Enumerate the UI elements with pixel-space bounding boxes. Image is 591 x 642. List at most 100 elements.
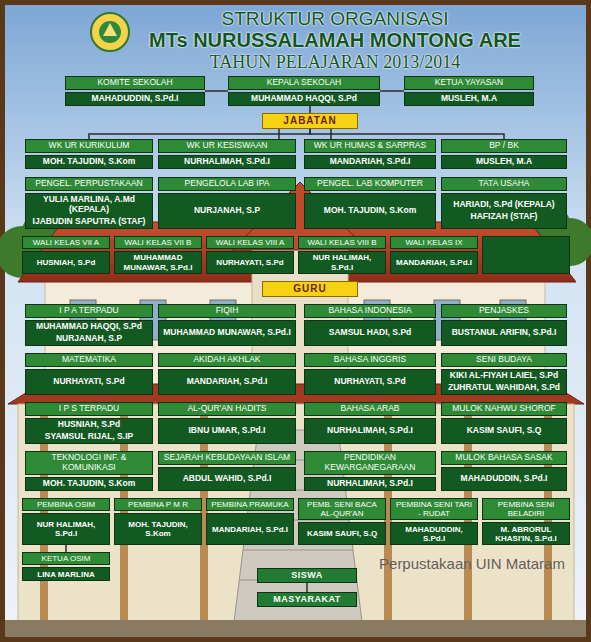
- person-name: MANDARIAH, S.Pd.I: [159, 376, 295, 388]
- connector-line: [380, 90, 404, 92]
- person-name-box: MANDARIAH, S.Pd.I: [304, 155, 436, 169]
- person-name-box: LINA MARLINA: [22, 567, 110, 581]
- position-box: WALI KELAS VIII ANURHAYATI, S.Pd: [206, 236, 294, 274]
- person-name: MANDARIAH, S.Pd.I: [305, 156, 435, 168]
- position-title: AKIDAH AKHLAK: [159, 354, 295, 366]
- person-name: NURHALIMAH, S.Pd.I: [305, 425, 435, 437]
- person-name-box: MAHADUDDIN, S.Pd.I: [441, 467, 567, 491]
- logo-center: [99, 21, 121, 43]
- position-header-box: PEMBINA PRAMUKA: [206, 498, 294, 511]
- position-box: TEKNOLOGI INF. & KOMUNIKASIMOH. TAJUDIN,…: [25, 451, 153, 491]
- position-title: PENDIDIKAN KEWARGANEGARAAN: [305, 452, 435, 474]
- position-title: WK UR HUMAS & SARPRAS: [305, 140, 435, 152]
- position-title: WK UR KESISWAAN: [159, 140, 295, 152]
- person-name: MAHADUDDIN, S.Pd.I: [442, 473, 566, 485]
- person-name: ZUHRATUL WAHIDAH, S.Pd: [442, 382, 566, 394]
- position-title: PEMBINA SENI TARI - RUDAT: [391, 499, 477, 519]
- person-name-box: ABDUL WAHID, S.Pd.I: [158, 467, 296, 491]
- position-header-box: PEMBINA SENI TARI - RUDAT: [390, 498, 478, 520]
- position-title: PENJASKES: [442, 305, 566, 317]
- group-box: MASYARAKAT: [257, 592, 357, 607]
- position-title: KEPALA SEKOLAH: [229, 77, 379, 89]
- position-title: PEMBINA SENI BELADIRI: [483, 499, 569, 519]
- person-name: MOH. TAJUDIN, S.Kom: [115, 519, 201, 539]
- person-name: KIKI AL-FIYAH LAIEL, S.Pd: [442, 370, 566, 382]
- person-name: HAFIZAH (STAF): [442, 211, 566, 223]
- position-box: WK UR HUMAS & SARPRAS MANDARIAH, S.Pd.I: [304, 139, 436, 169]
- position-header-box: PEMBINA P M R: [114, 498, 202, 511]
- position-header-box: WK UR KURIKULUM: [25, 139, 153, 153]
- person-name-box: MAHADUDDIN, S.Pd.I: [390, 522, 478, 545]
- logo-ring: [91, 13, 129, 51]
- position-box: WALI KELAS IXMANDARIAH, S.Pd.I: [390, 236, 478, 274]
- person-name-box: MANDARIAH, S.Pd.I: [206, 513, 294, 545]
- position-box: KOMITE SEKOLAHMAHADUDDIN, S.Pd.I: [65, 76, 205, 106]
- person-name-box: MAHADUDDIN, S.Pd.I: [65, 92, 205, 106]
- position-title: PEMBINA OSIM: [23, 499, 109, 510]
- position-header-box: I P A TERPADU: [25, 304, 153, 318]
- position-header-box: MULOK NAHWU SHOROF: [441, 402, 567, 416]
- position-title: PEMBINA P M R: [115, 499, 201, 510]
- empty-box: [482, 236, 570, 274]
- position-title: AL-QUR'AN HADITS: [159, 403, 295, 415]
- person-name-box: IBNU UMAR, S.Pd.I: [158, 418, 296, 444]
- person-name-box: NURHALIMAH, S.Pd.I: [304, 477, 436, 491]
- band-label: JABATAN: [263, 114, 357, 128]
- position-box: KETUA YAYASANMUSLEH, M.A: [404, 76, 534, 106]
- position-box: WK UR KESISWAANNURHALIMAH, S.Pd.I: [158, 139, 296, 169]
- position-header-box: KETUA YAYASAN: [404, 76, 534, 90]
- position-box: AL-QUR'AN HADITS IBNU UMAR, S.Pd.I: [158, 402, 296, 444]
- position-box: BAHASA INGGRISNURHAYATI, S.Pd: [304, 353, 436, 395]
- person-name-box: KASIM SAUFI, S.Q: [298, 522, 386, 545]
- position-box: PEMBINA P M R MOH. TAJUDIN, S.Kom: [114, 498, 202, 545]
- position-header-box: AL-QUR'AN HADITS: [158, 402, 296, 416]
- ground: [5, 620, 586, 637]
- position-box: PEMBINA OSIMNUR HALIMAH, S.Pd.I: [22, 498, 110, 545]
- person-name: ABDUL WAHID, S.Pd.I: [159, 473, 295, 485]
- subtitle: TAHUN PELAJARAN 2013/2014: [110, 52, 560, 73]
- position-box: MULOK NAHWU SHOROF KASIM SAUFI, S.Q: [441, 402, 567, 444]
- subtitle: MTs NURUSSALAMAH MONTONG ARE: [110, 29, 560, 52]
- group-label: SISWA: [258, 569, 356, 581]
- step: [243, 550, 353, 551]
- person-name-box: MUHAMMAD HAQQI, S.PdNURJANAH, S.P: [25, 320, 153, 346]
- person-name: NURJANAH, S.P: [159, 205, 295, 217]
- group-label: MASYARAKAT: [258, 593, 356, 605]
- connector-line: [306, 583, 308, 592]
- person-name-box: NURHALIMAH, S.Pd.I: [304, 418, 436, 444]
- position-header-box: PENGEL. LAB KOMPUTER: [304, 177, 436, 191]
- position-title: PEMBINA PRAMUKA: [207, 499, 293, 510]
- position-title: TATA USAHA: [442, 178, 566, 190]
- position-header-box: TEKNOLOGI INF. & KOMUNIKASI: [25, 451, 153, 475]
- position-title: MATEMATIKA: [26, 354, 152, 366]
- position-header-box: PEMB. SENI BACA AL-QUR'AN: [298, 498, 386, 520]
- position-header-box: BAHASA INDONESIA: [304, 304, 436, 318]
- position-box: PENGEL. LAB KOMPUTERMOH. TAJUDIN, S.Kom: [304, 177, 436, 229]
- position-title: MULOK BAHASA SASAK: [442, 452, 566, 464]
- position-box: WK UR KURIKULUM MOH. TAJUDIN, S.Kom: [25, 139, 153, 169]
- title-holder: STRUKTUR ORGANISASI: [110, 8, 560, 30]
- person-name-box: KIKI AL-FIYAH LAIEL, S.PdZUHRATUL WAHIDA…: [441, 369, 567, 395]
- position-box: PENGEL. PERPUSTAKAANYULIA MARLINA, A.Md …: [25, 177, 153, 229]
- person-name-box: YULIA MARLINA, A.Md (KEPALA)IJABUDIN SAP…: [25, 193, 153, 229]
- person-name: KASIM SAUFI, S.Q: [442, 425, 566, 437]
- person-name-box: MOH. TAJUDIN, S.Kom: [25, 155, 153, 169]
- person-name-box: SAMSUL HADI, S.Pd: [304, 320, 436, 346]
- position-header-box: PENDIDIKAN KEWARGANEGARAAN: [304, 451, 436, 475]
- position-box: PEMB. SENI BACA AL-QUR'ANKASIM SAUFI, S.…: [298, 498, 386, 545]
- person-name: YULIA MARLINA, A.Md (KEPALA): [26, 194, 152, 216]
- person-name: NURJANAH, S.P: [26, 333, 152, 345]
- connector-line: [89, 129, 310, 139]
- person-name: MUSLEH, M.A: [442, 156, 566, 168]
- chart-title: STRUKTUR ORGANISASI: [110, 8, 560, 30]
- person-name: LINA MARLINA: [23, 569, 109, 580]
- person-name: HUSNIAH, S.Pd: [26, 419, 152, 431]
- person-name: NURHAYATI, S.Pd: [305, 376, 435, 388]
- position-box: PENJASKES BUSTANUL ARIFIN, S.Pd.I: [441, 304, 567, 346]
- position-box: WALI KELAS VII BMUHAMMAD MUNAWAR, S.Pd.I: [114, 236, 202, 274]
- position-box: FIQIHMUHAMMAD MUNAWAR, S.Pd.I: [158, 304, 296, 346]
- person-name-box: NURHAYATI, S.Pd: [206, 251, 294, 274]
- person-name-box: M. ABRORUL KHASI'IN, S.Pd.I: [482, 522, 570, 545]
- person-name-box: BUSTANUL ARIFIN, S.Pd.I: [441, 320, 567, 346]
